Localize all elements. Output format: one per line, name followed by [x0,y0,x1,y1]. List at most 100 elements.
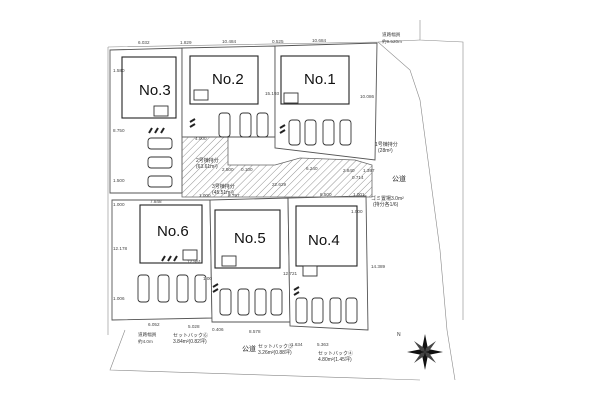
dim-right-0: 10.086 [360,94,374,99]
car [295,297,308,324]
car [329,297,342,324]
car [176,274,189,303]
dim-top-4: 10.684 [312,38,326,43]
dim-left-2: 1.500 [113,178,125,183]
parking-lot-1 [288,119,352,146]
dim-inner-14: 12.951 [187,259,201,264]
dim-inner-22: 12.721 [283,271,297,276]
car [147,175,173,188]
dim-inner-17: 5.363 [317,342,329,347]
road-width-bottom-2: 約4.0m [138,338,153,345]
car [270,288,283,316]
dim-inner-11: 9.797 [228,193,240,198]
dim-inner-12: 22.629 [272,182,286,187]
shared-driveway [181,136,373,198]
car [254,288,267,316]
shared-3-label-1: 3号棟持分 [212,183,235,190]
setback-2-label-2: 3.26m²(0.88坪) [258,349,292,356]
dim-inner-19: 0.406 [212,327,224,332]
dim-inner-21: 6.052 [148,322,160,327]
garbage-label-1: ゴミ置場3.0m² [371,195,404,202]
car [311,297,324,324]
dim-inner-10: 1.000 [199,193,211,198]
shared-1-label-1: 1号棟持分 [375,141,398,148]
car [137,274,150,303]
setback-3-label-2: 4.80m²(1.45坪) [318,356,352,363]
compass-icon [407,334,443,370]
parking-lot-4 [295,297,358,324]
car [218,112,231,138]
setback-1-label-1: セットバック⑥ [173,332,208,339]
car [288,119,301,146]
dim-top-3: 0.525 [272,39,284,44]
entrance-box-6 [182,249,198,261]
setback-2-label-1: セットバック⑤ [258,343,293,350]
shared-1-label-2: (28m²) [378,148,393,154]
car [237,288,250,316]
dim-inner-15: 1.00 [203,276,212,281]
car [194,274,207,303]
dim-inner-16: 1.634 [291,342,303,347]
compass-label: N [397,332,401,338]
shared-3-label-2: (45.51m²) [212,190,234,196]
dim-inner-8: 1.001 [353,192,365,197]
entrance-box-1 [283,92,299,104]
entrance-box-5 [221,255,237,267]
house-4 [295,205,358,267]
dim-inner-5: 0.714 [352,175,364,180]
car [147,137,173,150]
road-width-bottom-1: 道路幅員 [138,331,157,338]
entrance-box-2 [193,89,209,101]
parking-lot-5 [219,288,283,316]
entrance-box-4 [302,265,318,277]
dim-left-4: 12.178 [113,246,127,251]
dim-inner-3: 6.240 [306,166,318,171]
road-edges [107,20,464,381]
car [239,112,252,138]
road-width-top-1: 道路幅員 [382,31,401,38]
garbage-label-2: (持分各1/6) [373,201,399,208]
entry-arrows [148,118,300,296]
dim-inner-9: 7.848 [150,199,162,204]
car [157,274,170,303]
dim-inner-6: 1.397 [363,168,375,173]
dim-inner-2: 0.100 [241,167,253,172]
parking-lot-3 [147,137,173,188]
dim-left-1: 8.750 [113,128,125,133]
public-road-east-label: 公道 [392,174,406,183]
public-road-south-label: 公道 [242,344,256,353]
car [147,156,173,169]
dim-inner-18: 8.578 [249,329,261,334]
dim-top-2: 10.484 [222,39,236,44]
car [304,119,317,146]
parking-lot-2 [218,112,269,138]
car [345,297,358,324]
dim-top-1: 1.829 [180,40,192,45]
lot-6-label: No.6 [157,223,189,240]
setback-1-label-2: 3.84m²(0.82坪) [173,338,207,345]
lot-5-label: No.5 [234,230,266,247]
shared-2-label-2: (63.61m²) [196,164,218,170]
dim-left-3: 1.000 [113,202,125,207]
dim-inner-13: 15.193 [265,91,279,96]
car [256,112,269,138]
lot-4-label: No.4 [308,232,340,249]
entrance-box-3 [153,105,169,117]
lot-1-label: No.1 [304,71,336,88]
dim-left-5: 1.006 [113,296,125,301]
setback-3-label-1: セットバック④ [318,350,353,357]
dim-inner-4: 2.840 [343,168,355,173]
dim-right-2: 14.389 [371,264,385,269]
dim-inner-1: 2.500 [222,167,234,172]
dim-right-1: 1.000 [351,209,363,214]
dim-top-0: 6.032 [138,40,150,45]
dim-inner-20: 5.028 [188,324,200,329]
dimension-labels: 6.032 1.829 10.484 0.525 10.684 1.580 8.… [113,38,385,347]
parking-lot-6 [137,274,207,303]
shared-2-label-1: 2号棟持分 [196,157,219,164]
house-3 [121,56,177,119]
dim-inner-0: 4.000 [195,136,207,141]
car [322,119,335,146]
lot-3-label: No.3 [139,82,171,99]
